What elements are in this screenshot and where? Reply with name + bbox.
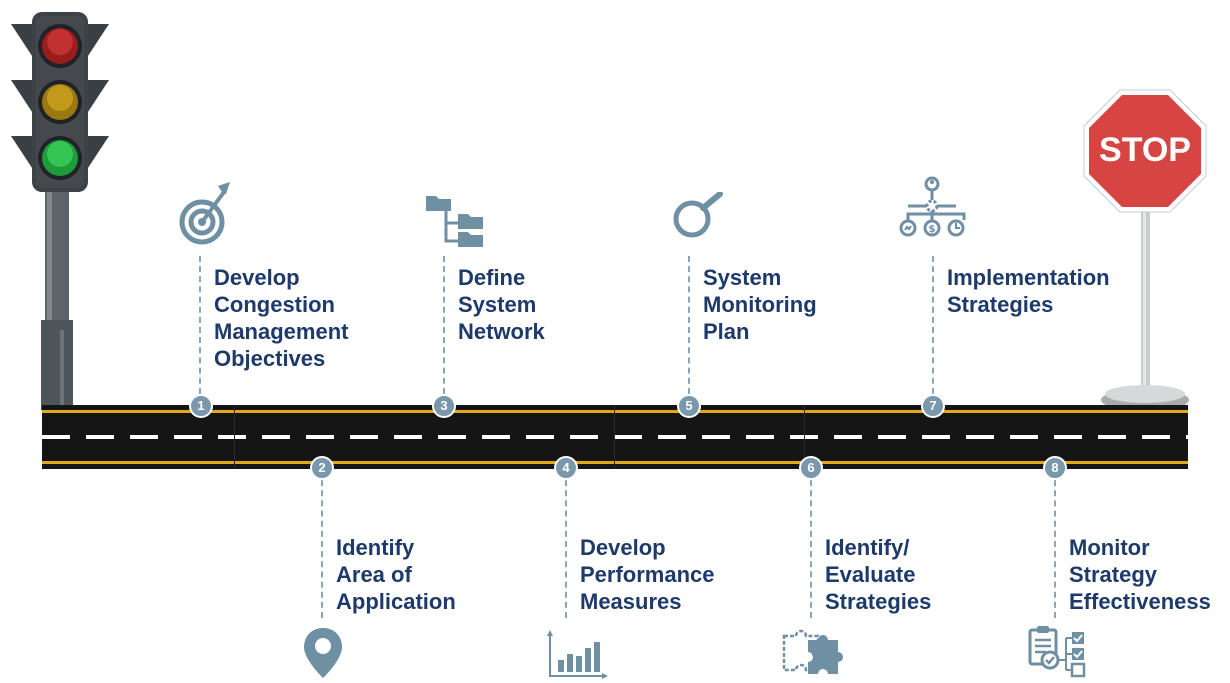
step-badge-7: 7	[921, 394, 945, 418]
network-folders-icon	[426, 196, 483, 247]
stop-sign: STOP	[1082, 88, 1208, 418]
connector-1	[199, 256, 201, 404]
road	[42, 405, 1188, 469]
connector-7	[932, 256, 934, 404]
connector-5	[688, 256, 690, 404]
step-badge-3: 3	[432, 394, 456, 418]
puzzle-icon	[782, 629, 843, 674]
connector-8	[1054, 470, 1056, 618]
road-center-line	[42, 435, 1188, 439]
stop-sign-text: STOP	[1099, 131, 1191, 169]
svg-text:$: $	[929, 224, 936, 235]
step-badge-8: 8	[1043, 456, 1067, 480]
connector-2	[321, 470, 323, 618]
step-badge-5: 5	[677, 394, 701, 418]
step-badge-6: 6	[799, 456, 823, 480]
org-chart-icon: $	[899, 176, 966, 237]
step-badge-4: 4	[554, 456, 578, 480]
bar-chart-icon	[547, 630, 608, 679]
magnifier-icon	[673, 192, 723, 238]
map-pin-icon	[304, 628, 342, 678]
step-badge-1: 1	[189, 394, 213, 418]
traffic-light	[11, 12, 109, 410]
target-icon	[179, 182, 230, 245]
connector-4	[565, 470, 567, 618]
connector-3	[443, 256, 445, 404]
step-badge-2: 2	[310, 456, 334, 480]
checklist-icon	[1028, 626, 1086, 678]
connector-6	[810, 470, 812, 618]
